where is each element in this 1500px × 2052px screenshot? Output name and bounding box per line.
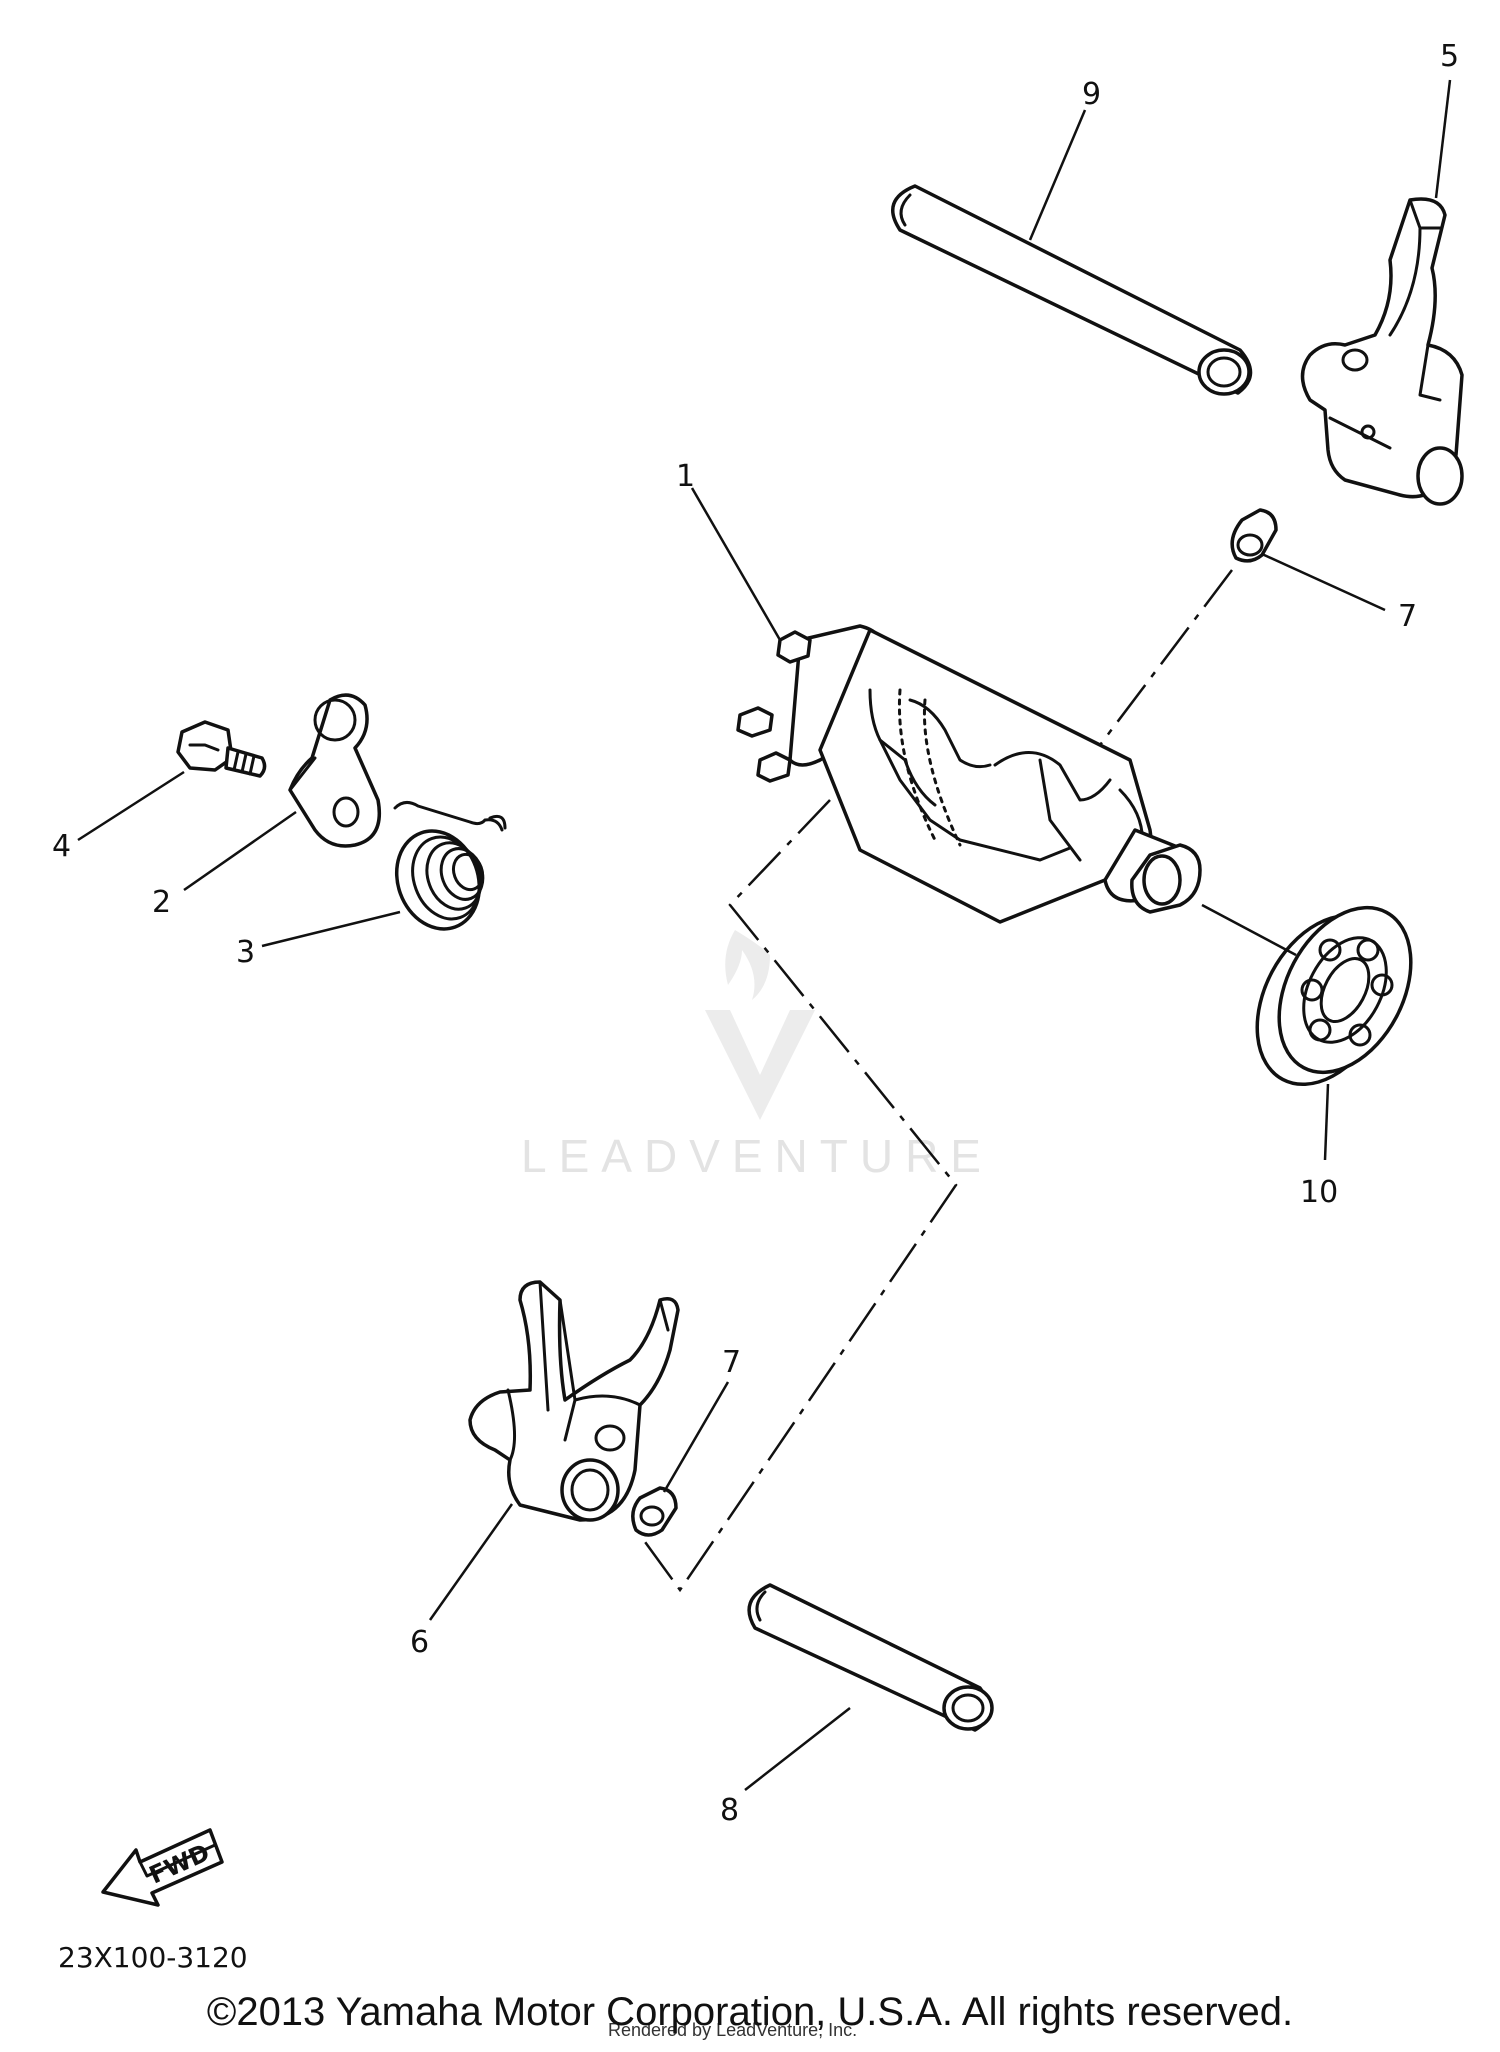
part-10-bearing (1255, 905, 1413, 1087)
part-7-guide-pin-upper (1230, 508, 1278, 563)
part-2-stopper-lever (288, 693, 381, 848)
callout-1: 1 (676, 459, 695, 494)
part-1-shift-drum (736, 624, 1202, 924)
leader-line-1 (690, 487, 782, 641)
render-credit: Rendered by LeadVenture, Inc. (608, 2020, 857, 2040)
leader-line-bearing-axis (1201, 903, 1297, 957)
callout-8: 8 (720, 1793, 739, 1828)
part-3-torsion-spring (393, 801, 507, 931)
part-5-shift-fork (1300, 197, 1464, 506)
leader-line-4 (77, 770, 185, 842)
callout-3: 3 (236, 935, 255, 970)
diagram-part-code: 23X100-3120 (58, 1941, 248, 1974)
leader-line-9 (1028, 109, 1087, 241)
callout-5: 5 (1440, 39, 1459, 74)
leader-line-6 (428, 1503, 514, 1621)
part-9-shift-fork-shaft (891, 184, 1253, 396)
part-6-shift-fork (468, 1280, 680, 1522)
watermark-text: LEADVENTURE (521, 1130, 993, 1182)
center-line-lower (638, 799, 958, 1593)
leader-line-10 (1323, 1083, 1330, 1161)
callout-4: 4 (52, 829, 71, 864)
callout-10: 10 (1300, 1175, 1338, 1210)
leader-line-7-lower (662, 1381, 730, 1493)
callout-7-upper: 7 (1398, 599, 1417, 634)
watermark-logo (705, 930, 815, 1120)
leader-line-2 (183, 810, 297, 892)
callout-6: 6 (410, 1625, 429, 1660)
copyright-notice: ©2013 Yamaha Motor Corporation, U.S.A. A… (206, 1990, 1294, 2034)
callout-7-lower: 7 (722, 1345, 741, 1380)
part-8-shift-fork-shaft (747, 1583, 994, 1732)
center-line-upper (1099, 569, 1233, 746)
part-7-guide-pin-lower (631, 1486, 678, 1537)
callout-9: 9 (1082, 77, 1101, 112)
leader-line-8 (744, 1707, 851, 1791)
leader-line-7-upper (1261, 552, 1386, 612)
fwd-arrow (101, 1828, 224, 1907)
leader-line-3 (261, 910, 401, 948)
part-4-bolt (176, 720, 267, 778)
leader-line-5 (1434, 79, 1452, 199)
callout-2: 2 (152, 885, 171, 920)
